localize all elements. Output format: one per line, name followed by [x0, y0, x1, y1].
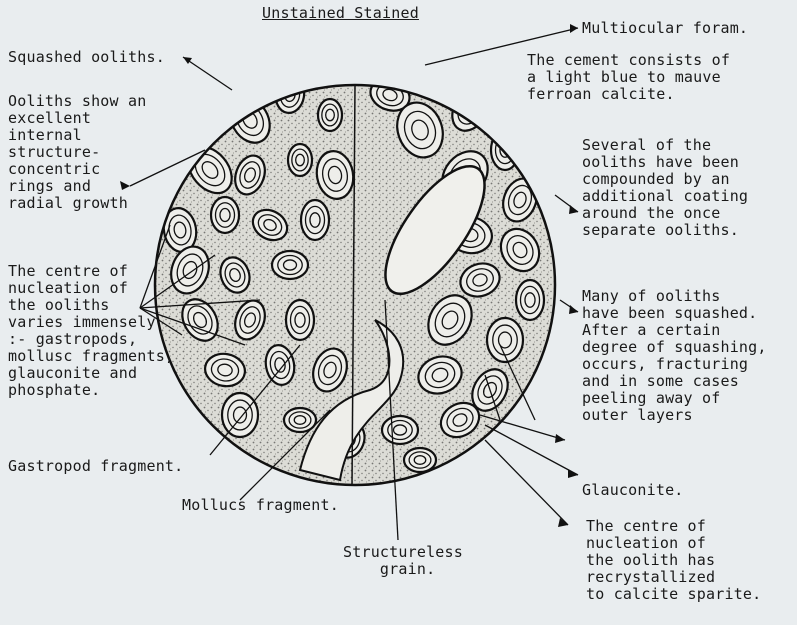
label-glauconite: Glauconite.	[582, 482, 684, 499]
section-title: Unstained Stained	[262, 5, 419, 22]
label-cement: The cement consists of a light blue to m…	[527, 52, 730, 103]
label-squashed-ooliths: Squashed ooliths.	[8, 49, 165, 66]
label-nucleation-centre: The centre of nucleation of the ooliths …	[8, 263, 174, 399]
label-structureless-grain: Structureless grain.	[343, 544, 463, 578]
thin-section-disc	[155, 74, 555, 485]
label-recrystallized: The centre of nucleation of the oolith h…	[586, 518, 761, 603]
label-internal-structure: Ooliths show an excellent internal struc…	[8, 93, 146, 212]
label-mollucs-fragment: Mollucs fragment.	[182, 497, 339, 514]
label-squashed-ooliths-right: Many of ooliths have been squashed. Afte…	[582, 288, 767, 424]
label-gastropod-fragment: Gastropod fragment.	[8, 458, 183, 475]
label-multiocular-foram: Multiocular foram.	[582, 20, 748, 37]
label-compounded-ooliths: Several of the ooliths have been compoun…	[582, 137, 748, 239]
